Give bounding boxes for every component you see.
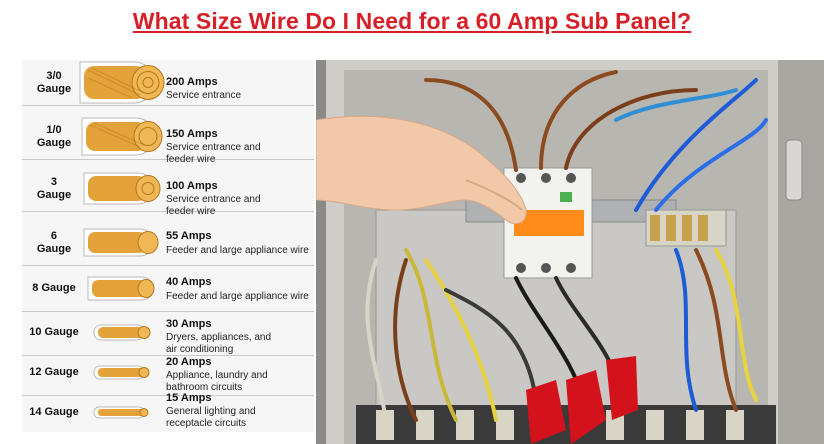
wire-row: 8 Gauge 40 Amps Feeder and large applian… [22, 266, 314, 312]
gauge-label: 8 Gauge [32, 282, 76, 294]
gauge-label: 3/0 Gauge [36, 69, 72, 95]
wire-row: 3 Gauge 100 Amps Service entrance and fe… [22, 166, 314, 217]
wire-row: 6 Gauge 55 Amps Feeder and large applian… [22, 220, 314, 266]
gauge-label: 6 Gauge [36, 229, 72, 255]
amps-label: 15 Amps [166, 392, 212, 404]
wire-14-icon [93, 406, 149, 419]
wire-3-0-icon [79, 61, 165, 104]
use-label: Feeder and large appliance wire [166, 245, 309, 256]
amps-label: 20 Amps [166, 356, 212, 368]
use-label: Dryers, appliances, and air conditioning [166, 332, 272, 355]
wire-row: 10 Gauge 30 Amps Dryers, appliances, and… [22, 310, 314, 356]
amps-label: 40 Amps [166, 276, 212, 288]
wire-gauge-chart: 3/0 Gauge 200 Amps Service entrance 1/0 … [22, 60, 314, 432]
wire-1-0-icon [81, 117, 163, 156]
use-label: General lighting and receptacle circuits [166, 406, 256, 429]
wire-10-icon [93, 324, 151, 341]
wire-3-icon [83, 172, 161, 205]
wire-row: 14 Gauge 15 Amps General lighting and re… [22, 390, 314, 436]
wire-row: 3/0 Gauge 200 Amps Service entrance [22, 60, 314, 106]
gauge-label: 3 Gauge [36, 175, 72, 201]
amps-label: 100 Amps [166, 180, 218, 192]
amps-label: 150 Amps [166, 128, 218, 140]
use-label: Service entrance and feeder wire [166, 194, 261, 217]
use-label: Appliance, laundry and bathroom circuits [166, 370, 268, 393]
gauge-label: 1/0 Gauge [36, 123, 72, 149]
page-title: What Size Wire Do I Need for a 60 Amp Su… [132, 8, 692, 34]
gauge-label: 14 Gauge [29, 406, 79, 418]
amps-label: 200 Amps [166, 76, 218, 88]
use-label: Service entrance [166, 90, 242, 101]
wire-12-icon [93, 365, 150, 380]
amps-label: 30 Amps [166, 318, 212, 330]
use-label: Service entrance and feeder wire [166, 142, 261, 165]
sub-panel-photo [316, 60, 824, 444]
amps-label: 55 Amps [166, 230, 212, 242]
gauge-label: 12 Gauge [29, 366, 79, 378]
gauge-label: 10 Gauge [29, 326, 79, 338]
use-label: Feeder and large appliance wire [166, 291, 309, 302]
wire-8-icon [87, 276, 155, 301]
wire-row: 1/0 Gauge 150 Amps Service entrance and … [22, 114, 314, 165]
wire-row: 12 Gauge 20 Amps Appliance, laundry and … [22, 350, 314, 396]
wire-6-icon [83, 228, 159, 257]
